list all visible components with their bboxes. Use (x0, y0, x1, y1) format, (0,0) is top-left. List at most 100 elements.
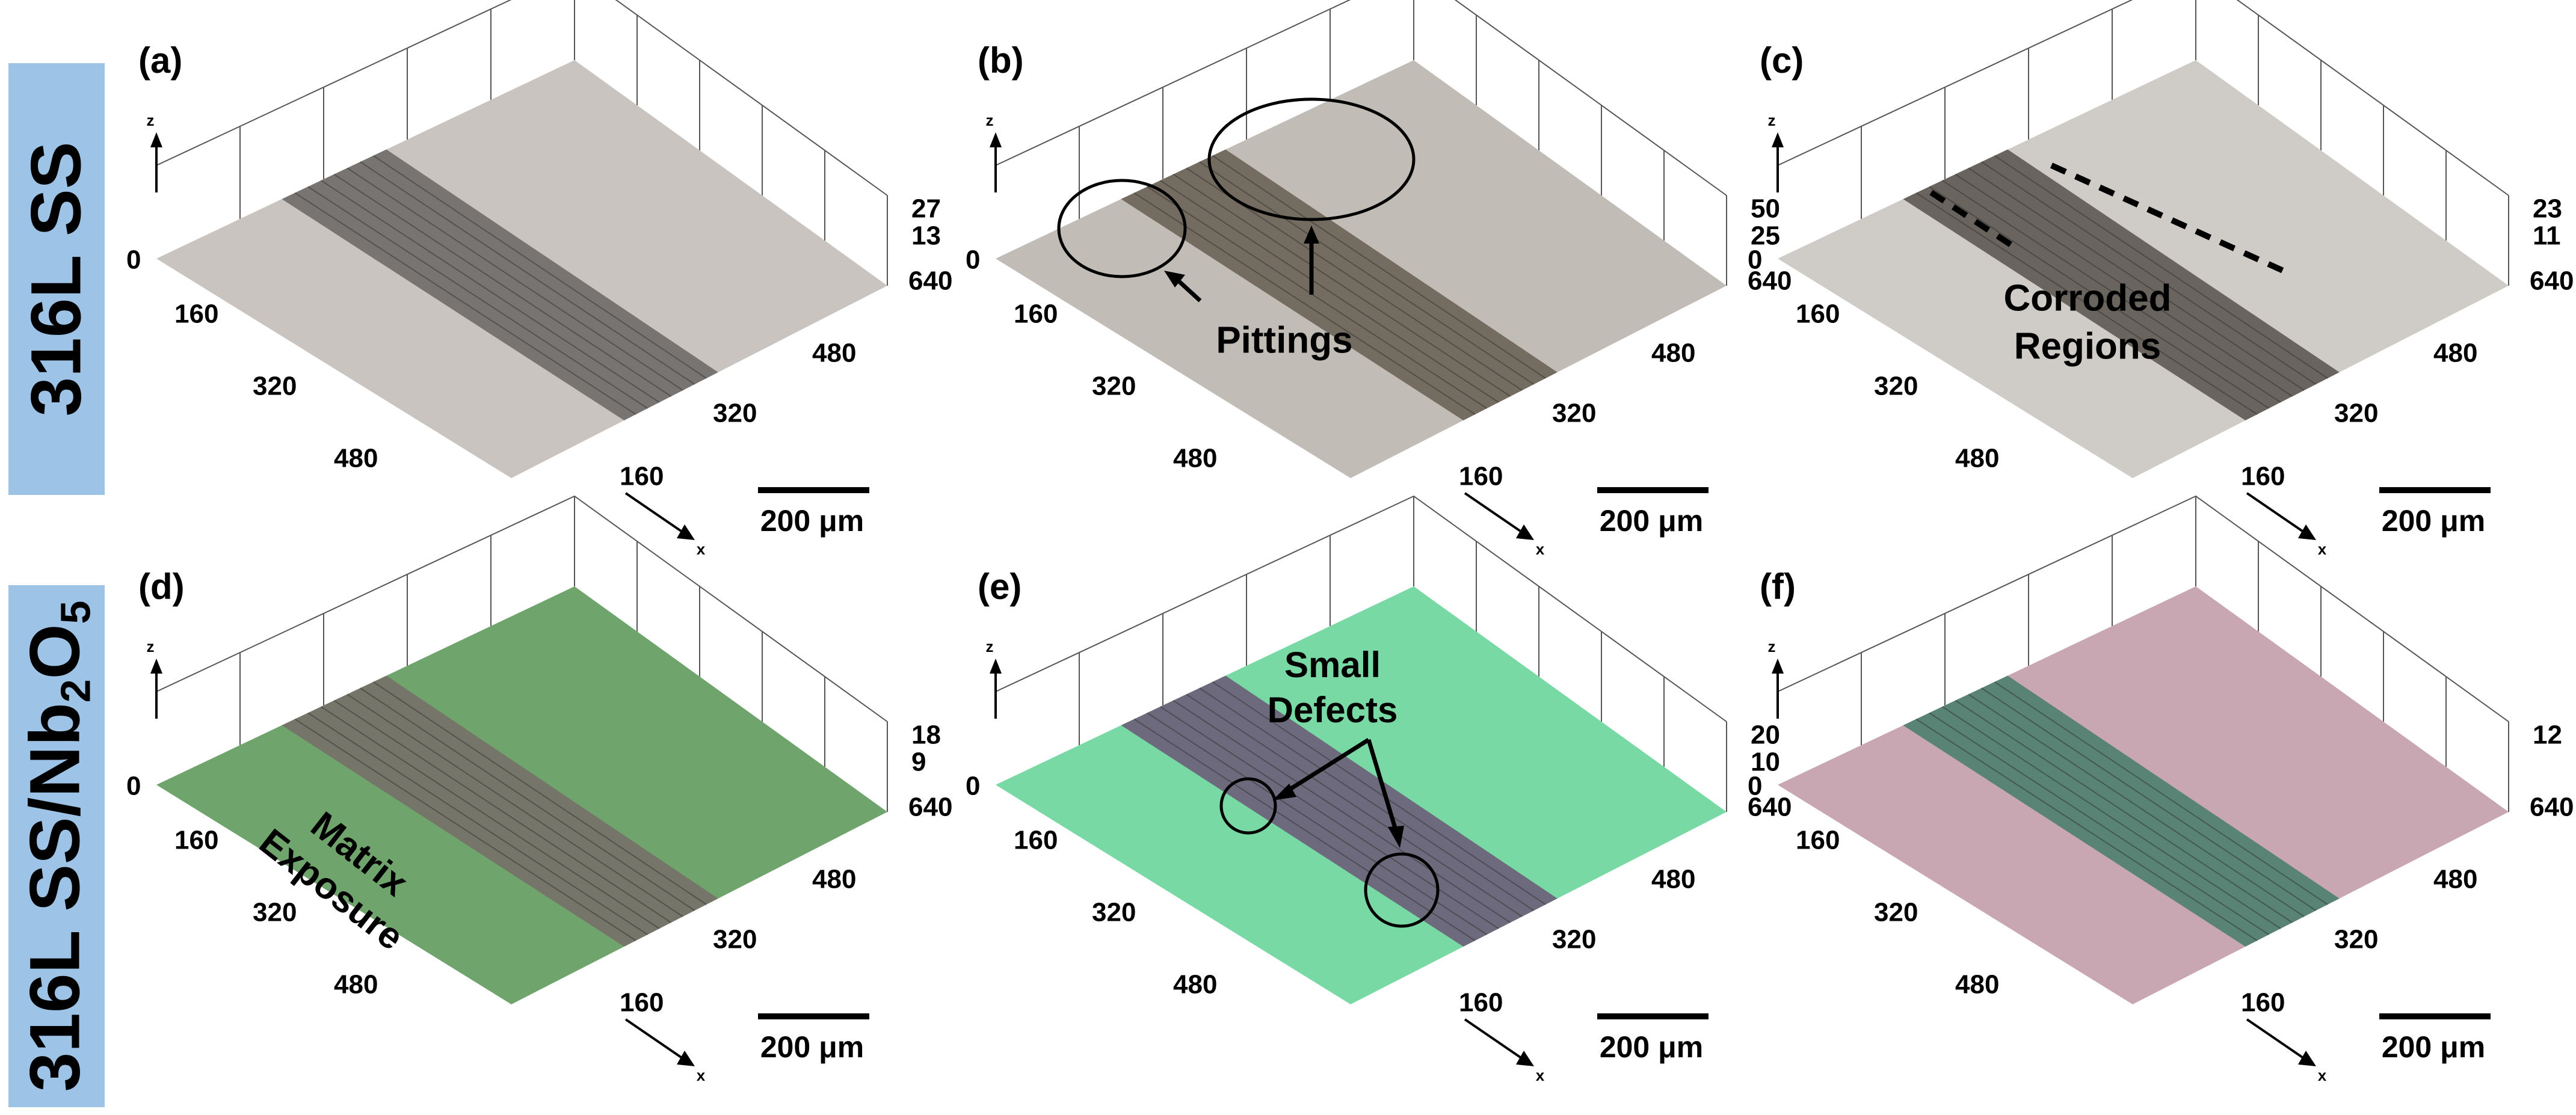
z-axis-arrowhead (1772, 659, 1784, 674)
z-tick-label: 50 (1751, 194, 1780, 224)
wear-track (1121, 149, 1558, 420)
striation-line (1160, 180, 1499, 403)
z-tick-label: 25 (1751, 221, 1780, 251)
x-axis-line (2246, 492, 2305, 533)
x-axis-line (624, 1018, 684, 1060)
annotation-defects: Defects (1268, 690, 1398, 730)
x-tick-label: 640 (2530, 266, 2574, 296)
x-tick-label: 320 (1552, 925, 1596, 954)
y-tick-label: 320 (1874, 372, 1918, 401)
striation-line (1942, 706, 2281, 929)
x-tick-label: 640 (1748, 793, 1792, 822)
striation-line (1160, 706, 1499, 929)
annotation-small: Small (1284, 645, 1381, 685)
striation-line (1212, 155, 1546, 379)
scale-bar-label: 200 μm (2382, 1030, 2485, 1064)
x-tick-label: 160 (1459, 988, 1503, 1018)
striation-line (1915, 192, 2258, 415)
x-axis-letter: x (2318, 540, 2327, 558)
scale-bar-label: 200 μm (1600, 504, 1703, 538)
x-tick-label: 480 (2433, 865, 2477, 894)
x-tick-label: 160 (2241, 462, 2285, 491)
pitting-circle-right (1207, 97, 1416, 221)
striation-line (1929, 712, 2270, 935)
y-tick-label: 320 (1092, 898, 1136, 927)
z-axis-letter: z (147, 637, 155, 656)
scale-bar (2379, 487, 2491, 493)
striation-line (321, 706, 660, 929)
wear-track-striations (1133, 155, 1546, 415)
y-tick-label: 320 (1874, 898, 1918, 927)
y-tick-label: 480 (1173, 444, 1217, 473)
striation-line (333, 173, 672, 397)
striation-line (307, 712, 649, 935)
y-tick-label: 160 (1014, 299, 1058, 329)
striation-line (1915, 718, 2258, 941)
striation-line (1981, 161, 2317, 385)
x-tick-label: 480 (812, 339, 856, 368)
panel-label: (d) (138, 567, 185, 607)
x-tick-label: 640 (908, 793, 952, 822)
defect-arrow-right (1366, 739, 1398, 831)
x-tick-label: 160 (620, 462, 664, 491)
x-tick-label: 640 (2530, 793, 2574, 822)
wireframe-box (1777, 0, 2509, 286)
z-tick-label: 0 (126, 772, 141, 801)
z-tick-label: 0 (966, 772, 980, 801)
striation-line (360, 161, 695, 385)
x-tick-label: 160 (1459, 462, 1503, 491)
striation-line (321, 180, 660, 403)
striation-line (347, 693, 683, 917)
striation-line (1955, 699, 2293, 923)
striation-line (1199, 161, 1535, 385)
x-axis-letter: x (697, 540, 706, 558)
pitting-arrowhead-left (1164, 271, 1185, 287)
wear-track-striations (1133, 681, 1546, 941)
annotation-corroded: Corroded (2004, 277, 2172, 319)
z-tick-label: 27 (911, 194, 941, 224)
x-axis-line (1464, 492, 1523, 533)
pitting-circle-left (1057, 179, 1187, 278)
y-tick-label: 160 (1014, 826, 1058, 855)
z-axis-arrowhead (990, 132, 1002, 147)
z-tick-label: 18 (911, 720, 941, 750)
z-tick-label: 0 (1748, 245, 1762, 275)
striation-line (1133, 718, 1476, 941)
wear-track (282, 675, 718, 947)
z-tick-label: 20 (1751, 720, 1780, 750)
x-axis-letter: x (2318, 1066, 2327, 1084)
striation-line (1929, 186, 2270, 409)
x-axis-arrowhead (1516, 1051, 1534, 1066)
panel-label: (e) (978, 567, 1021, 607)
x-tick-label: 480 (2433, 339, 2477, 368)
x-tick-label: 320 (2334, 399, 2378, 428)
y-tick-label: 160 (1796, 299, 1840, 329)
x-tick-label: 320 (1552, 399, 1596, 428)
y-tick-label: 160 (1796, 826, 1840, 855)
z-axis-letter: z (1768, 111, 1776, 129)
x-axis-arrowhead (677, 1051, 695, 1066)
x-tick-label: 160 (2241, 988, 2285, 1018)
striation-line (1172, 699, 1511, 923)
x-axis-letter: x (1536, 1066, 1545, 1084)
defect-arrowhead-right (1388, 826, 1404, 848)
annotation-pittings: Pittings (1216, 319, 1352, 361)
scale-bar-label: 200 μm (760, 1030, 864, 1064)
y-tick-label: 320 (1092, 372, 1136, 401)
scale-bar (1597, 1013, 1709, 1019)
striation-line (1186, 693, 1523, 917)
z-tick-label: 0 (966, 245, 980, 275)
striation-line (294, 192, 636, 415)
x-tick-label: 320 (713, 399, 757, 428)
wear-track (1121, 675, 1558, 947)
z-axis-letter: z (147, 111, 155, 129)
striation-line (1968, 167, 2305, 391)
wireframe-box (156, 495, 888, 812)
x-tick-label: 320 (2334, 925, 2378, 954)
wireframe-box (156, 0, 888, 286)
striation-line (294, 718, 636, 941)
striation-line (347, 167, 683, 391)
